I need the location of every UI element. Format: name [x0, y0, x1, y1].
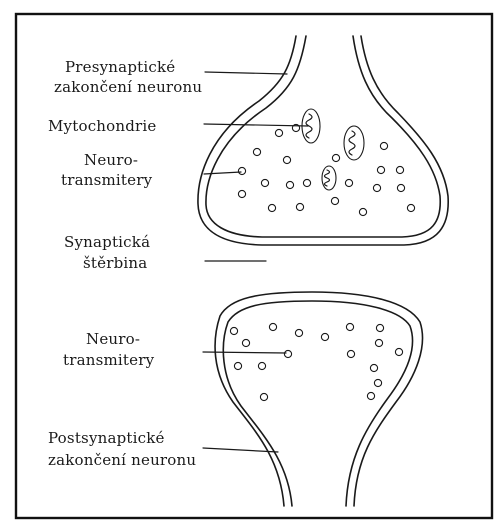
label-postsynaptic: Postsynaptické zakončení neuronu — [48, 429, 278, 469]
label-mitochondria: Mytochondrie — [48, 117, 308, 135]
postsynaptic-inner-membrane — [223, 301, 412, 506]
label-postsynaptic-line-2: zakončení neuronu — [48, 451, 196, 469]
label-postsynaptic-line-1: Postsynaptické — [48, 429, 165, 447]
label-neurotransmitters-top-line-1: Neuro- — [84, 151, 138, 169]
mitochondrion-2 — [344, 126, 364, 160]
label-neurotransmitters-bottom: Neuro- transmitery — [63, 330, 286, 369]
label-neurotransmitters-top-line-2: transmitery — [61, 171, 153, 189]
leader-mitochondria — [204, 124, 308, 126]
label-presynaptic-line-2: zakončení neuronu — [54, 78, 202, 96]
label-mitochondria-line-1: Mytochondrie — [48, 117, 157, 135]
label-synaptic-cleft: Synaptická štěrbina — [64, 233, 266, 272]
label-presynaptic-line-1: Presynaptické — [65, 58, 175, 76]
label-synaptic-cleft-line-2: štěrbina — [83, 254, 147, 272]
presynaptic-outer-membrane — [206, 36, 440, 237]
leader-neurotransmitters-top — [204, 172, 241, 174]
postsynaptic-terminal — [215, 292, 422, 506]
mitochondrion-3 — [322, 166, 336, 190]
label-synaptic-cleft-line-1: Synaptická — [64, 233, 150, 251]
label-neurotransmitters-bottom-line-2: transmitery — [63, 351, 155, 369]
postsynaptic-outer-membrane — [215, 292, 422, 506]
presynaptic-inner-membrane — [198, 36, 448, 245]
leader-presynaptic — [205, 72, 287, 74]
presynaptic-terminal — [198, 36, 448, 245]
label-neurotransmitters-top: Neuro- transmitery — [61, 151, 241, 189]
label-neurotransmitters-bottom-line-1: Neuro- — [86, 330, 140, 348]
label-presynaptic: Presynaptické zakončení neuronu — [54, 58, 287, 96]
neurotransmitters-postsynaptic — [230, 323, 402, 400]
